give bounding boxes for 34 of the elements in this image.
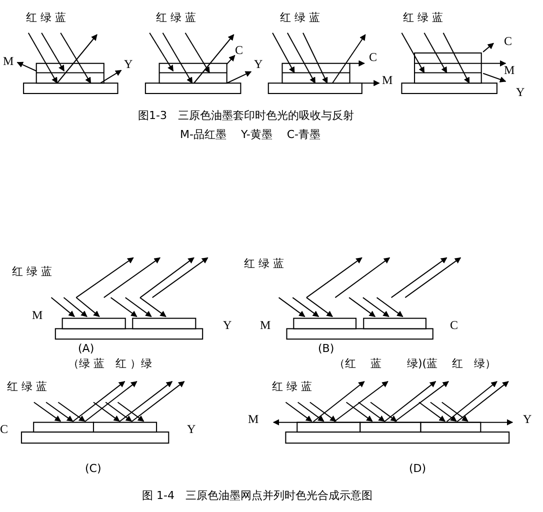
- panel-label: (B): [318, 343, 334, 356]
- reflected-light-label: （红 蓝 绿)(蓝 红 绿）: [334, 358, 496, 370]
- light-label: 红 绿 蓝: [244, 258, 284, 270]
- light-label: 红 绿 蓝: [280, 12, 320, 24]
- ink-label: M: [504, 64, 515, 78]
- legend-note: M-品红墨 Y-黄墨 C-青墨: [180, 129, 320, 142]
- panel-label: (D): [409, 463, 426, 476]
- panel-label: (A): [78, 343, 94, 356]
- ink-label: Y: [187, 423, 196, 436]
- ink-label: Y: [124, 58, 133, 72]
- ink-label: M: [260, 319, 271, 332]
- ink-label: Y: [523, 413, 532, 426]
- ink-label: C: [450, 319, 458, 332]
- ink-label: M: [32, 309, 43, 322]
- ink-label: C: [0, 423, 8, 436]
- panel-label: (C): [85, 463, 102, 476]
- reflected-light-label: （绿 蓝 红 ）绿: [68, 358, 152, 370]
- ink-label: Y: [223, 319, 232, 332]
- figure-caption: 图1-3 三原色油墨套印时色光的吸收与反射: [138, 110, 354, 122]
- ink-label: C: [369, 51, 378, 64]
- light-label: 红 绿 蓝: [272, 381, 312, 394]
- ink-label: Y: [516, 86, 525, 100]
- ink-label: M: [248, 413, 259, 426]
- light-label: 红 绿 蓝: [156, 12, 196, 24]
- ink-label: Y: [254, 58, 263, 72]
- figure-caption: 图 1-4 三原色油墨网点并列时色光合成示意图: [142, 490, 372, 502]
- ink-label: C: [235, 44, 244, 58]
- light-label: 红 绿 蓝: [12, 266, 52, 278]
- light-label: 红 绿 蓝: [26, 12, 66, 24]
- ink-label: M: [382, 74, 393, 88]
- ink-label: M: [3, 55, 14, 68]
- light-label: 红 绿 蓝: [403, 12, 443, 24]
- light-label: 红 绿 蓝: [7, 381, 47, 394]
- ink-label: C: [504, 35, 512, 48]
